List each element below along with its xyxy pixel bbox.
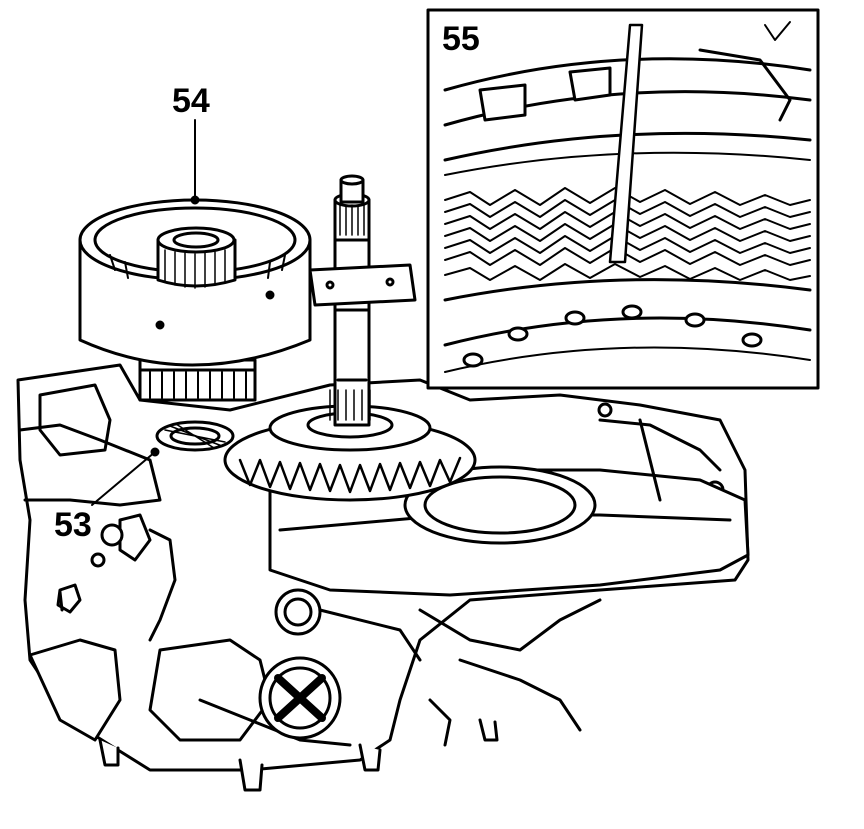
input-shaft	[330, 176, 370, 425]
drain-plug	[260, 590, 340, 738]
clutch-drum-54	[80, 200, 310, 365]
callout-55: 55	[442, 20, 480, 58]
detail-inset-55	[428, 10, 818, 388]
thrust-bearing-53	[157, 422, 233, 450]
callout-53: 53	[54, 506, 92, 544]
differential-bore	[405, 467, 595, 543]
callout-54: 54	[172, 82, 210, 120]
spacer-plate	[310, 265, 415, 305]
leader-lines	[92, 120, 198, 505]
